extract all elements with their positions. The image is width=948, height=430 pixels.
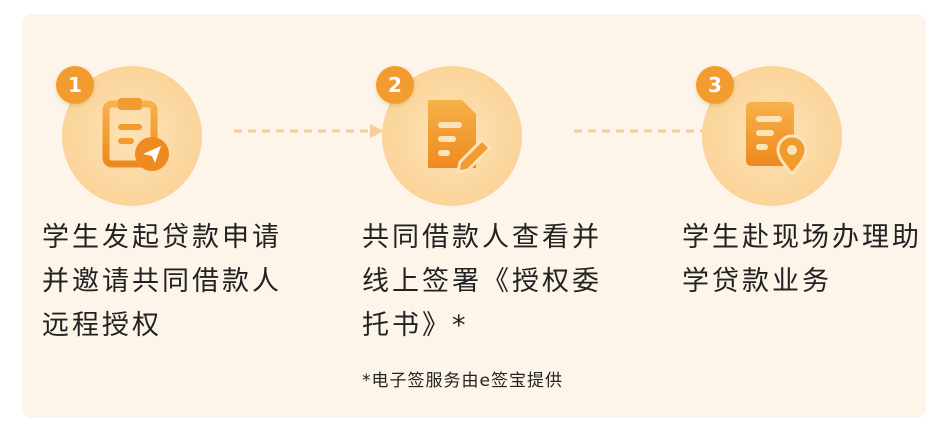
step-3-text: 学生赴现场办理助学贷款业务 <box>682 222 922 297</box>
step-1-badge: 1 <box>56 66 94 104</box>
clipboard-send-icon <box>102 98 169 171</box>
footnote: *电子签服务由e签宝提供 <box>362 371 563 391</box>
step-1-text: 学生发起贷款申请并邀请共同借款人远程授权 <box>42 222 282 341</box>
arrow-1-icon <box>234 124 384 138</box>
document-pen-icon <box>428 100 492 174</box>
step-3: 3 学生赴现场办理助学贷款业务 <box>662 14 942 414</box>
step-1: 1 学生发起贷款申请并邀请共同借款人远程授权 <box>22 14 302 414</box>
step-2: 2 共同借款人查看并线上签署《授权委托书》* *电子签服务由e签宝提供 <box>342 14 622 414</box>
document-location-icon <box>746 102 808 176</box>
step-2-badge: 2 <box>376 66 414 104</box>
step-2-text: 共同借款人查看并线上签署《授权委托书》* <box>362 222 602 341</box>
steps-panel: 1 学生发起贷款申请并邀请共同借款人远程授权 2 <box>22 14 926 418</box>
step-3-badge: 3 <box>696 66 734 104</box>
